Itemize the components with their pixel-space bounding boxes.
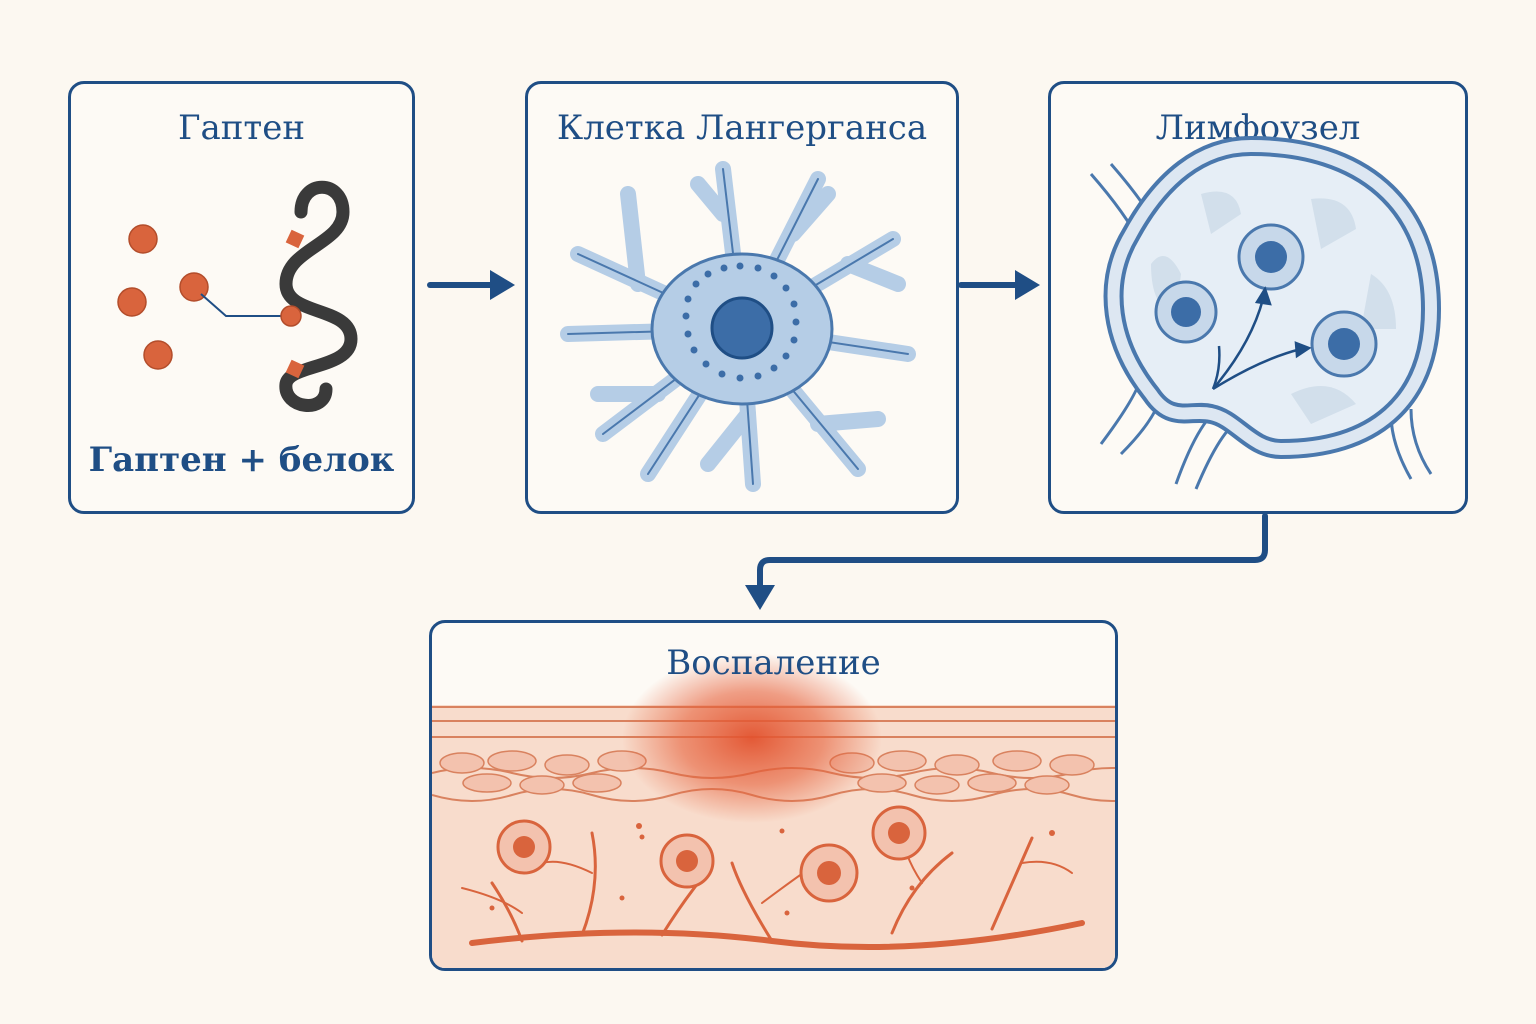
immune-cells xyxy=(496,805,927,903)
cell-granules xyxy=(682,262,800,382)
lymph-node-panel: Лимфоузел xyxy=(1048,81,1468,514)
cell-nucleus xyxy=(710,296,774,360)
arrow-down-icon xyxy=(745,513,1268,610)
langerhans-cell-icon xyxy=(560,161,916,492)
arrow-right-icon xyxy=(958,270,1040,300)
hapten-links xyxy=(200,293,281,317)
free-hapten-molecules xyxy=(117,224,209,370)
hapten-title: Гаптен xyxy=(177,108,306,148)
inflammatory-particles xyxy=(489,823,1055,916)
arrow-right-icon xyxy=(427,270,515,300)
langerhans-title: Клетка Лангерганса xyxy=(556,108,928,148)
lymphocytes xyxy=(1154,223,1378,378)
hapten-panel: Гаптен Гаптен + белок xyxy=(68,81,415,514)
hapten-protein-label: Гаптен + белок xyxy=(88,440,395,480)
inflammation-panel: Воспаление xyxy=(429,620,1118,971)
inflammation-title: Воспаление xyxy=(666,643,881,683)
lymph-node-illustration xyxy=(1089,135,1442,490)
migration-arrows xyxy=(1211,286,1312,391)
blood-vessels xyxy=(461,827,1085,950)
hapten-protein-illustration xyxy=(117,180,358,412)
inflammation-focus xyxy=(622,653,882,823)
langerhans-panel: Клетка Лангерганса xyxy=(525,81,959,514)
epidermal-cells xyxy=(439,750,1095,795)
protein-chain-icon xyxy=(279,180,358,412)
skin-inflammation-illustration xyxy=(432,653,1115,968)
